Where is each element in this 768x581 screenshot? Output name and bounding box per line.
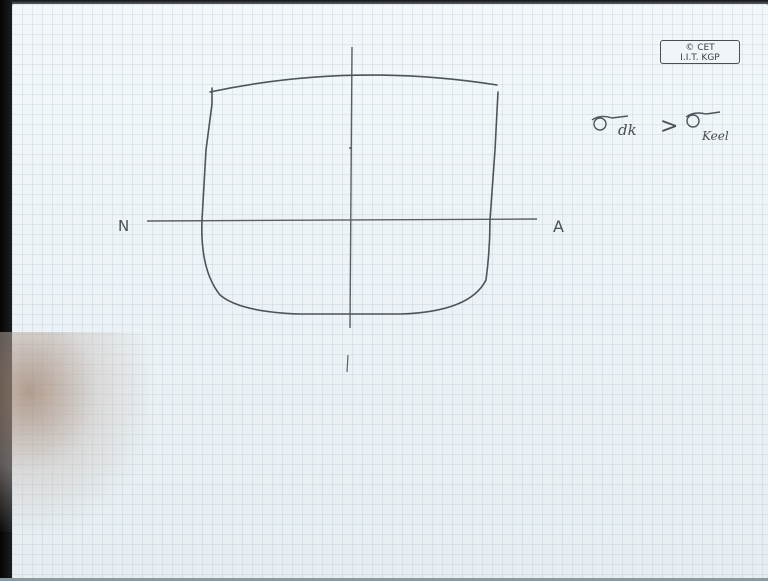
greater-than-sign: >: [660, 114, 678, 139]
top-border: [0, 0, 768, 5]
sigma-left-loop: [593, 117, 607, 131]
sigma-right-loop: [686, 114, 700, 128]
centerline-tick: [346, 354, 349, 373]
whiteboard-sheet: [12, 4, 768, 579]
sigma-left-bar: [591, 115, 629, 121]
neutral-axis-line: [146, 218, 538, 222]
sigma-right-bar: [685, 111, 721, 118]
axis-label-left: N: [118, 217, 129, 235]
sigma-right-subscript: Keel: [701, 129, 729, 143]
sigma-left-subscript: dk: [618, 121, 637, 139]
centerline-dot: [349, 147, 351, 149]
bottom-border: [0, 578, 768, 581]
logo-line-2: I.I.T. KGP: [680, 53, 720, 63]
axis-label-right: A: [553, 217, 564, 236]
presenter-hand: [0, 332, 150, 532]
logo-line-1: © CET: [685, 43, 715, 53]
vertical-centerline: [349, 46, 353, 329]
cet-iit-kgp-logo: © CET I.I.T. KGP: [660, 40, 740, 64]
midship-section-outline: [201, 74, 499, 315]
stress-comparison-formula: dk > Keel: [591, 111, 729, 143]
